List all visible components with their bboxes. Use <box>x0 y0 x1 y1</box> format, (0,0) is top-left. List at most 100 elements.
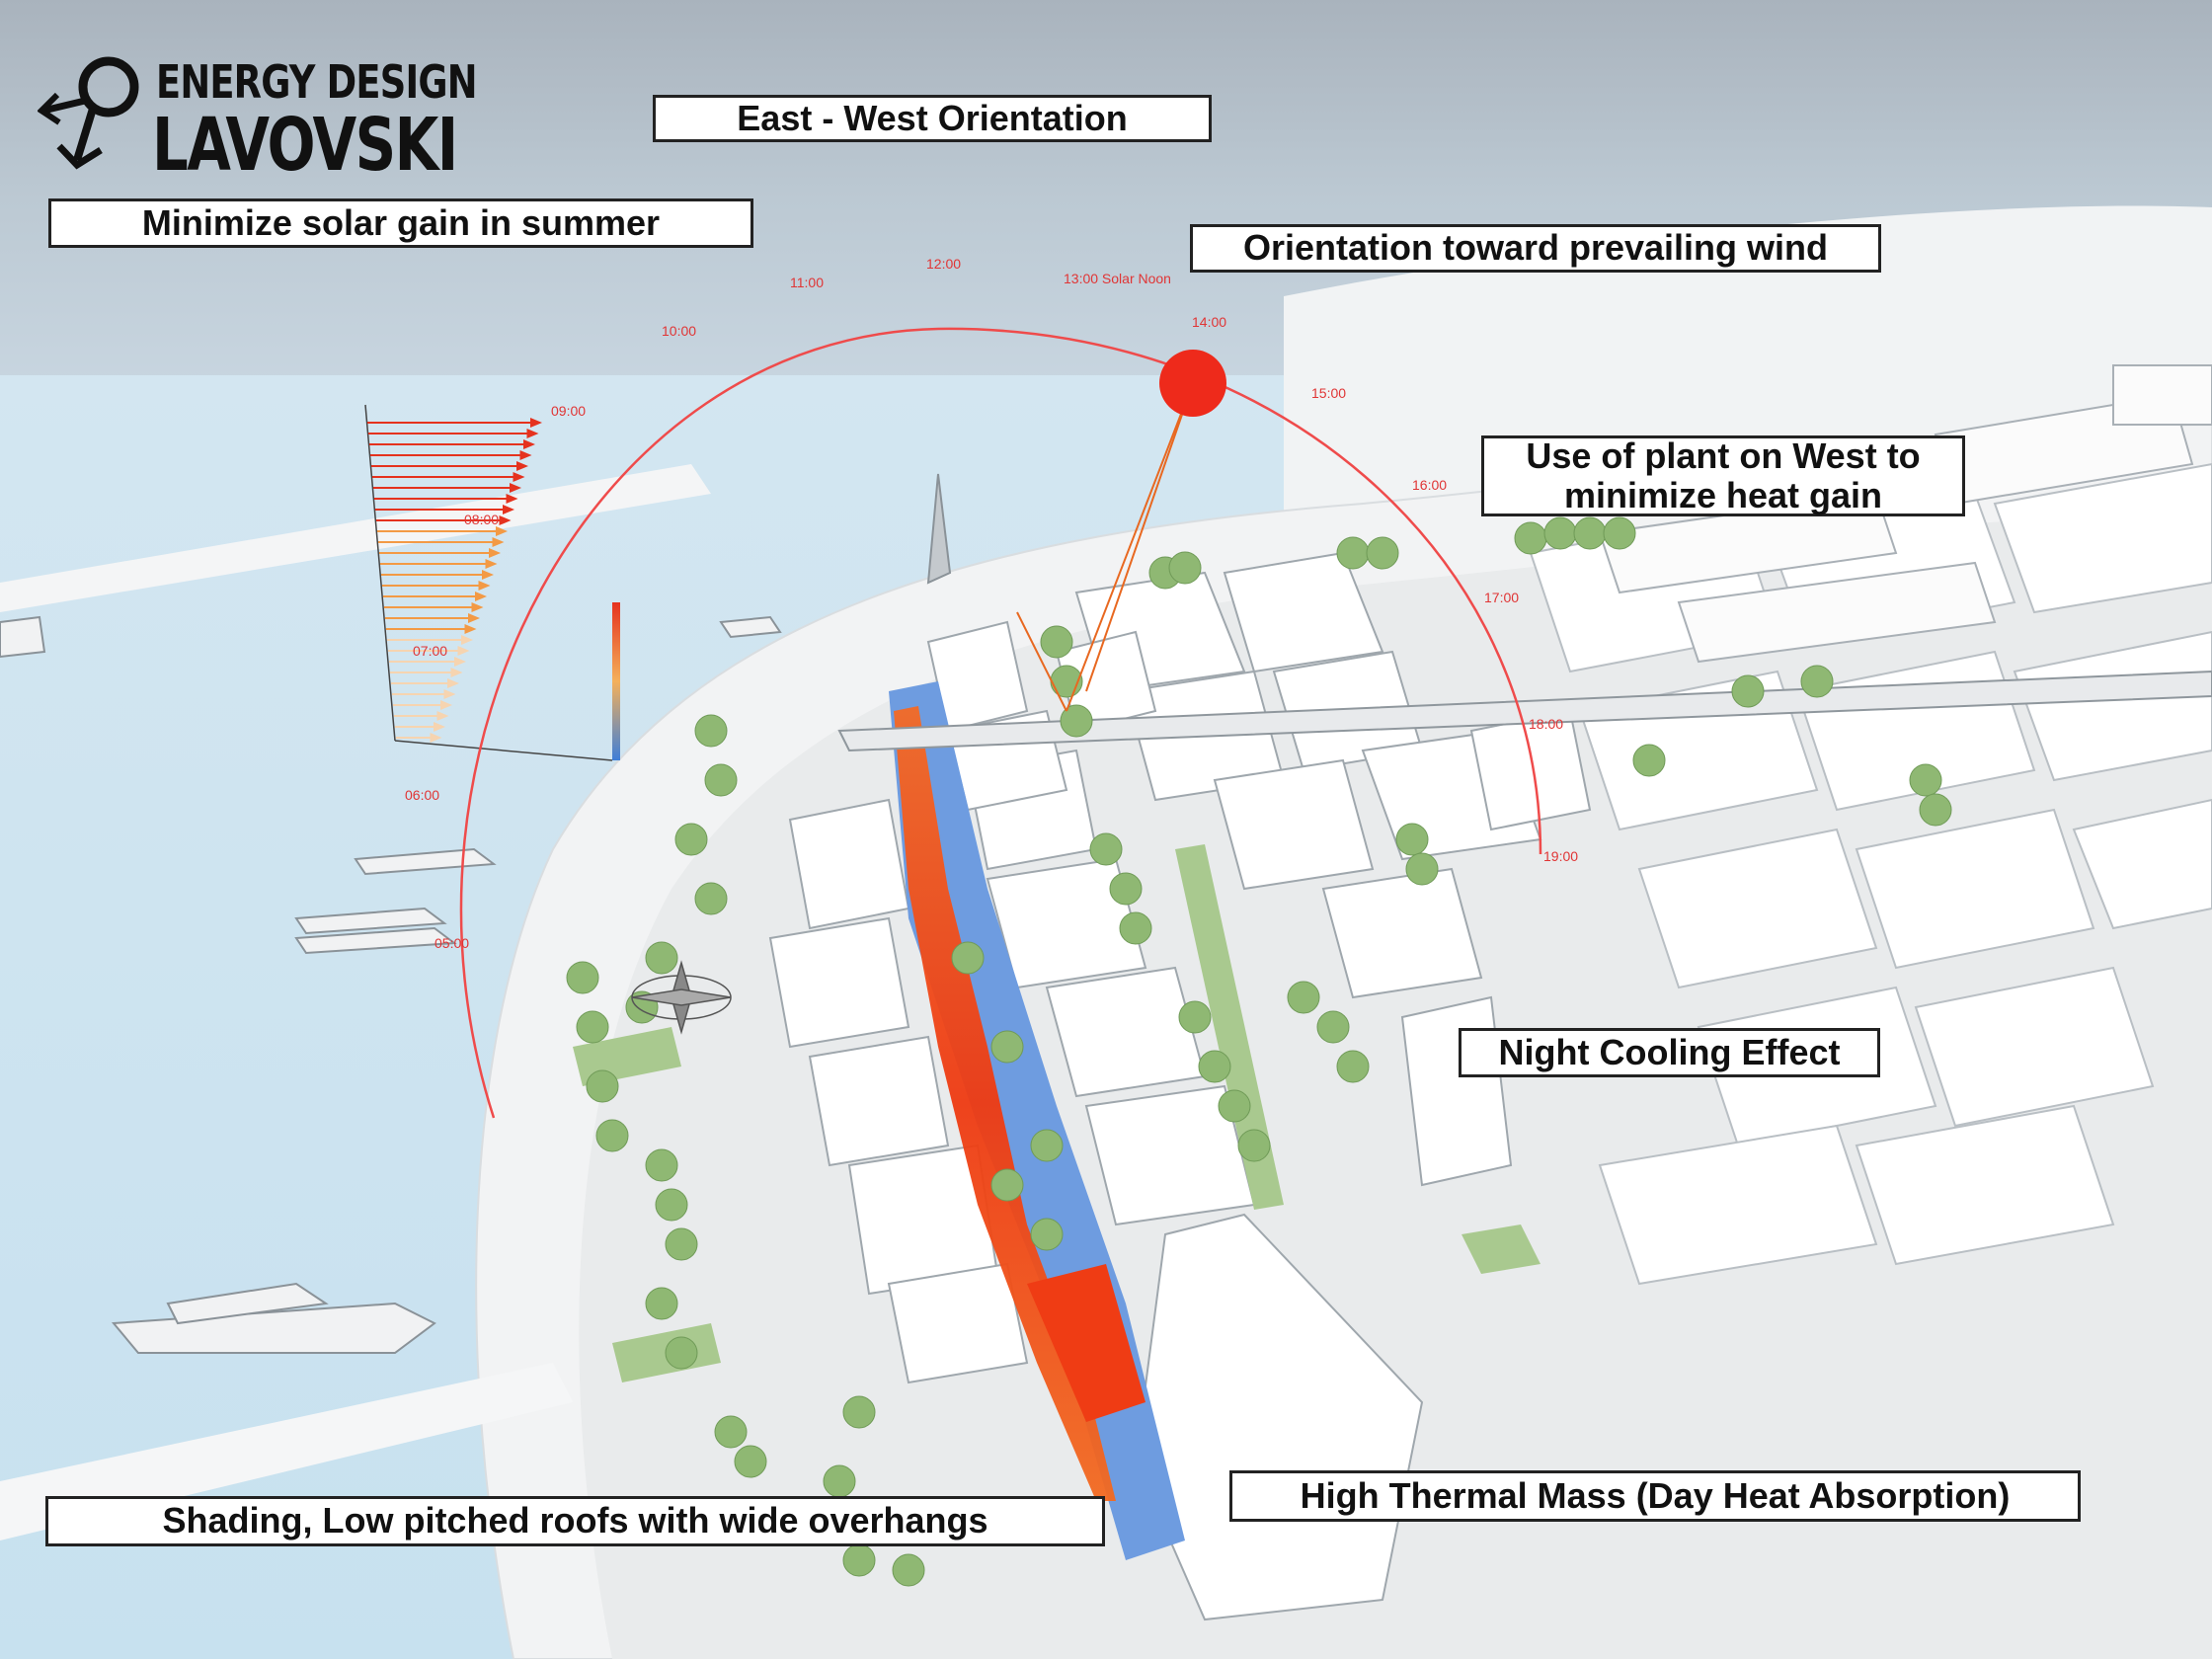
tree-icon <box>1603 516 1636 550</box>
wind-arrow-head <box>530 418 542 428</box>
wind-profile-diagram <box>364 404 620 761</box>
wind-arrow-head <box>461 635 473 645</box>
tree-icon <box>1514 521 1547 555</box>
label-prevailing-wind: Orientation toward prevailing wind <box>1190 224 1881 273</box>
tree-icon <box>1060 704 1093 738</box>
wind-arrow-head <box>478 581 491 591</box>
hour-label: 12:00 <box>926 256 961 272</box>
logo-symbol-icon <box>38 56 139 170</box>
tree-icon <box>576 1010 609 1044</box>
tree-icon <box>714 1415 748 1449</box>
tree-icon <box>1573 516 1607 550</box>
tree-icon <box>1237 1129 1271 1162</box>
tree-icon <box>645 1287 678 1320</box>
tree-icon <box>892 1553 925 1587</box>
tree-icon <box>1395 823 1429 856</box>
tree-icon <box>1336 536 1370 570</box>
hour-label: 11:00 <box>790 275 824 290</box>
hour-label: 15:00 <box>1311 385 1346 401</box>
logo-text-top: ENERGY DESIGN <box>156 55 478 109</box>
tree-icon <box>1168 551 1202 585</box>
tree-icon <box>842 1543 876 1577</box>
label-east-west-orientation: East - West Orientation <box>653 95 1212 142</box>
hour-label: 13:00 Solar Noon <box>1064 271 1171 286</box>
tree-icon <box>1366 536 1399 570</box>
tree-icon <box>1909 763 1942 797</box>
wind-arrow-head <box>475 592 487 601</box>
label-plant-on-west: Use of plant on West to minimize heat ga… <box>1481 435 1965 516</box>
sun-icon <box>1159 350 1226 417</box>
tree-icon <box>674 823 708 856</box>
hour-label: 06:00 <box>405 787 439 803</box>
hour-label: 05:00 <box>434 935 469 951</box>
wind-arrow-head <box>496 526 508 536</box>
tree-icon <box>990 1030 1024 1064</box>
label-high-thermal-mass: High Thermal Mass (Day Heat Absorption) <box>1229 1470 2081 1522</box>
tree-icon <box>1632 744 1666 777</box>
tree-icon <box>1543 516 1577 550</box>
wind-arrow-head <box>510 483 521 493</box>
wind-arrow-head <box>436 711 449 721</box>
hour-label: 19:00 <box>1543 848 1578 864</box>
wind-arrow-head <box>430 733 442 743</box>
tree-icon <box>1287 981 1320 1014</box>
tree-icon <box>990 1168 1024 1202</box>
label-night-cooling: Night Cooling Effect <box>1459 1028 1880 1077</box>
tree-icon <box>1919 793 1952 827</box>
tree-icon <box>645 1148 678 1182</box>
wind-arrow-head <box>468 613 480 623</box>
tree-icon <box>1336 1050 1370 1083</box>
wind-arrow-head <box>443 689 456 699</box>
hour-label: 16:00 <box>1412 477 1447 493</box>
wind-arrow-head <box>482 570 494 580</box>
tree-icon <box>951 941 985 975</box>
brand-logo: ENERGY DESIGN LAVOVSKI <box>38 51 478 188</box>
tree-icon <box>842 1395 876 1429</box>
tree-icon <box>665 1336 698 1370</box>
wind-arrow-head <box>516 461 528 471</box>
thermal-street-hot-2 <box>1027 1264 1146 1422</box>
building-blocks-left <box>768 620 1068 1384</box>
tree-icon <box>1089 832 1123 866</box>
tree-icon <box>645 941 678 975</box>
tree-icon <box>1030 1129 1064 1162</box>
compass-rose-icon <box>631 960 732 1035</box>
sun-path-arc <box>459 327 1542 1119</box>
thermal-street-hot <box>894 706 1116 1501</box>
label-minimize-solar-gain: Minimize solar gain in summer <box>48 198 753 248</box>
tree-icon <box>694 714 728 748</box>
wind-arrow-head <box>454 657 466 667</box>
tree-icon <box>1178 1000 1212 1034</box>
tree-icon <box>1731 674 1765 708</box>
hour-label: 09:00 <box>551 403 586 419</box>
tree-icon <box>1316 1010 1350 1044</box>
tree-icon <box>586 1069 619 1103</box>
label-shading-roofs: Shading, Low pitched roofs with wide ove… <box>45 1496 1105 1546</box>
hour-label: 18:00 <box>1529 716 1563 732</box>
wind-arrow-head <box>492 537 505 547</box>
tree-icon <box>566 961 599 994</box>
tree-icon <box>1198 1050 1231 1083</box>
hour-label: 10:00 <box>662 323 696 339</box>
wind-arrow-head <box>471 602 484 612</box>
tree-icon <box>823 1464 856 1498</box>
hour-label: 07:00 <box>413 643 447 659</box>
tower <box>926 473 952 585</box>
tree-icon <box>1109 872 1143 906</box>
tree-icon <box>655 1188 688 1222</box>
tree-icon <box>694 882 728 915</box>
wind-arrow-head <box>485 559 498 569</box>
wind-arrow-head <box>489 548 501 558</box>
wind-arrow-head <box>506 494 518 504</box>
wind-arrow-head <box>447 678 459 688</box>
hour-label: 14:00 <box>1192 314 1226 330</box>
tree-icon <box>595 1119 629 1152</box>
wind-arrow-head <box>434 722 445 732</box>
logo-text-bottom: LAVOVSKI <box>152 103 458 188</box>
wind-arrow-head <box>519 450 532 460</box>
tree-icon <box>704 763 738 797</box>
wind-arrow-head <box>526 429 539 438</box>
tree-icon <box>734 1445 767 1478</box>
wind-arrow-head <box>523 439 535 449</box>
